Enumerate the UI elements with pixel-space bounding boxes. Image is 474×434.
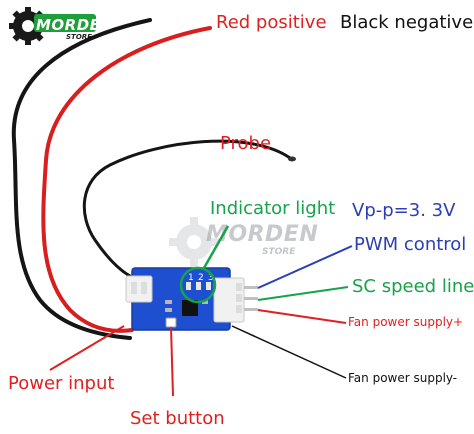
- pin-label-3: 3: [208, 273, 214, 283]
- label-sc-speed-line: SC speed line: [352, 276, 474, 297]
- pin-label-1: 1: [188, 273, 194, 283]
- controller-board: [125, 267, 258, 331]
- gear-icon: [9, 7, 96, 45]
- pin-label-2: 2: [198, 273, 204, 283]
- label-vpp: Vp-p=3. 3V: [352, 200, 456, 221]
- label-fan-power-minus: Fan power supply-: [348, 371, 458, 385]
- brand-logo: MORDEN STORE: [8, 6, 113, 46]
- watermark-sub: STORE: [262, 247, 296, 257]
- label-fan-power-plus: Fan power supply+: [348, 315, 464, 329]
- probe-wire: [82, 139, 292, 282]
- watermark-gear-icon: [169, 217, 219, 267]
- brand-sub: STORE: [66, 33, 92, 41]
- red-wire: [41, 26, 212, 333]
- indicator-highlight: [179, 266, 217, 304]
- label-power-input: Power input: [8, 373, 115, 394]
- label-probe: Probe: [220, 133, 272, 154]
- black-wire: [11, 18, 152, 340]
- label-set-button: Set button: [130, 408, 225, 429]
- label-indicator-light: Indicator light: [210, 198, 336, 219]
- watermark-name: MORDEN: [206, 222, 319, 247]
- label-black-negative: Black negative: [340, 12, 474, 33]
- label-red-positive: Red positive: [216, 12, 327, 33]
- probe-tip: [288, 156, 296, 162]
- label-pwm-control: PWM control: [354, 234, 467, 255]
- brand-name: MORDEN: [36, 16, 114, 34]
